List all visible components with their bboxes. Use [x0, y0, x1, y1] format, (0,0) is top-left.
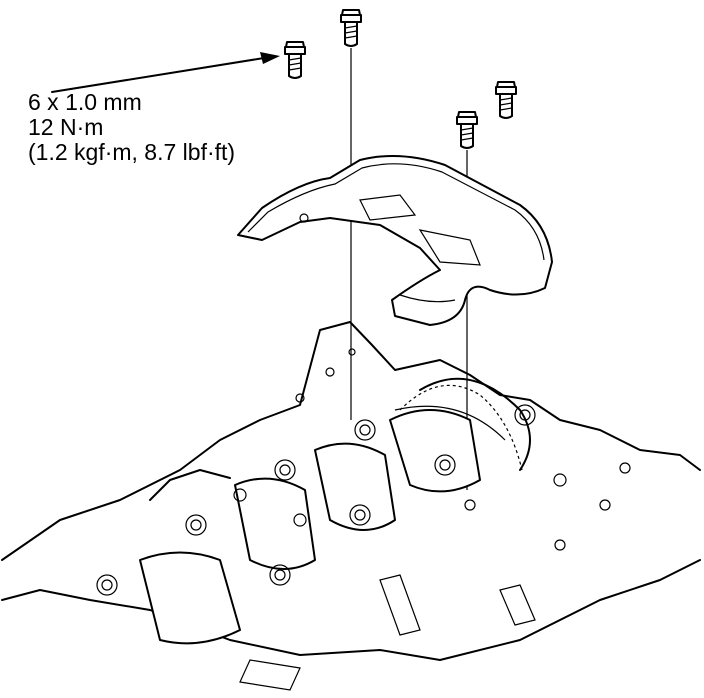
bolt-icon [284, 41, 306, 79]
callout-arrow [51, 52, 280, 93]
torque-value-label: 12 N·m [28, 114, 104, 140]
bolt-icon [340, 9, 362, 47]
engine-block [1, 321, 701, 691]
torque-conversion-label: (1.2 kgf·m, 8.7 lbf·ft) [28, 139, 236, 165]
torque-spec: 6 x 1.0 mm 12 N·m (1.2 kgf·m, 8.7 lbf·ft… [28, 90, 235, 165]
bolt-size-label: 6 x 1.0 mm [28, 89, 142, 115]
bolt-icon [456, 111, 478, 149]
bolt-icon [495, 81, 517, 119]
oil-baffle-plate [237, 155, 553, 326]
